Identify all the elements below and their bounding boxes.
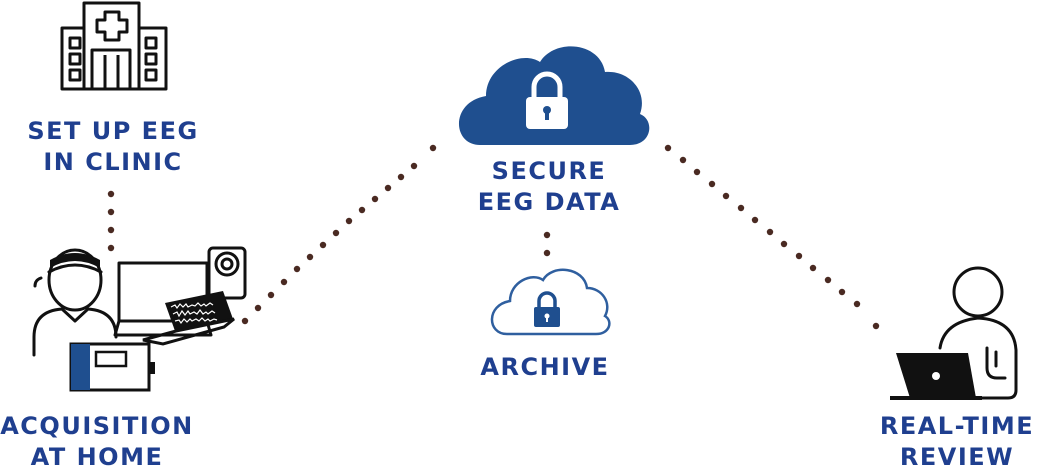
review-label-line2: REVIEW — [899, 443, 1015, 471]
hospital-icon — [60, 1, 168, 91]
secure-label-line2: EEG DATA — [477, 188, 621, 216]
acquisition-label: ACQUISITION AT HOME — [0, 411, 194, 473]
secure-label-line1: SECURE — [491, 157, 607, 185]
review-label: REAL-TIME REVIEW — [877, 411, 1037, 473]
acquisition-label-line2: AT HOME — [30, 443, 164, 471]
person-laptop-icon — [890, 266, 1018, 400]
patient-eeg-equipment-icon — [32, 246, 247, 392]
archive-label-text: ARCHIVE — [480, 353, 610, 381]
setup-label-line1: SET UP EEG — [27, 117, 199, 145]
review-label-line1: REAL-TIME — [879, 412, 1035, 440]
setup-label: SET UP EEG IN CLINIC — [22, 116, 204, 178]
cloud-lock-outline-icon — [490, 268, 611, 336]
secure-label: SECURE EEG DATA — [468, 156, 630, 218]
connector-setup-acquisition — [107, 190, 115, 252]
archive-label: ARCHIVE — [470, 352, 620, 383]
connector-secure-review — [664, 144, 880, 330]
connector-acquisition-secure — [241, 144, 437, 325]
cloud-lock-icon — [458, 46, 650, 145]
acquisition-label-line1: ACQUISITION — [0, 412, 194, 440]
connector-secure-archive — [543, 231, 551, 257]
setup-label-line2: IN CLINIC — [43, 148, 183, 176]
